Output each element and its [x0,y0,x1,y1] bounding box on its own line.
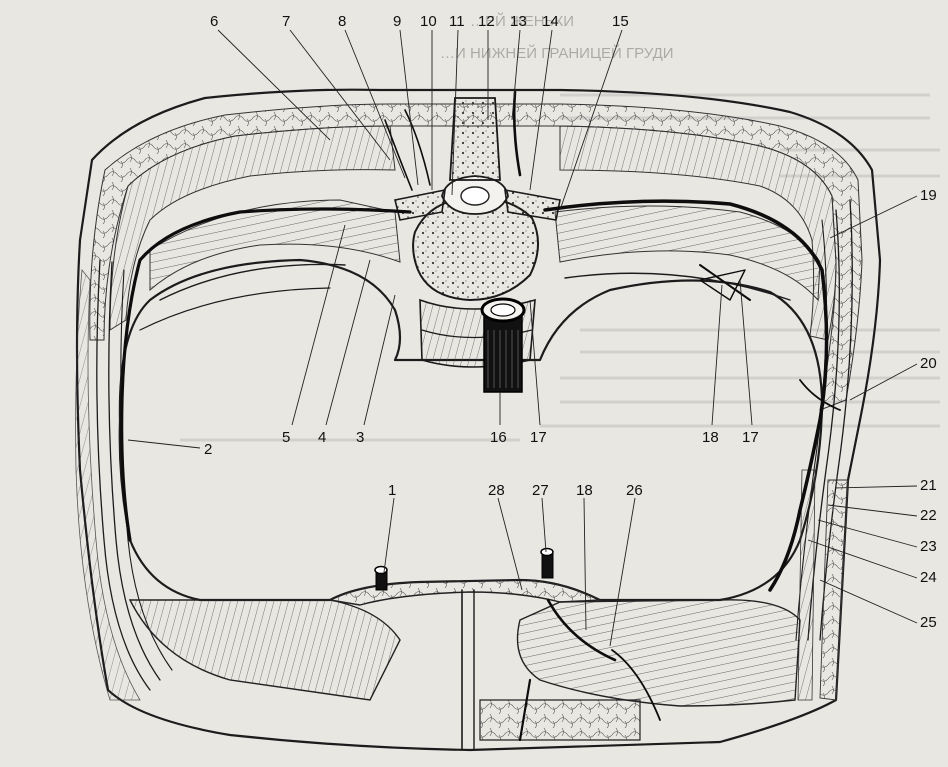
label-15: 15 [612,13,629,30]
label-17-right: 17 [742,429,759,446]
label-10: 10 [420,13,437,30]
label-5: 5 [282,429,290,446]
label-24: 24 [920,569,937,586]
label-1: 1 [388,482,396,499]
label-20: 20 [920,355,937,372]
label-28: 28 [488,482,505,499]
leader-lines [127,29,918,647]
label-12: 12 [478,13,495,30]
label-23: 23 [920,538,937,555]
label-11: 11 [449,13,465,30]
label-26: 26 [626,482,643,499]
anterior-wall [128,547,801,751]
label-18-bottom: 18 [576,482,593,499]
background-heading-1: …ЕЙ ЖЕНЬКИ [470,12,574,30]
label-14: 14 [542,13,559,30]
label-13: 13 [510,13,527,30]
label-19: 19 [920,187,937,204]
label-22: 22 [920,507,937,524]
ribs-posterior [139,199,821,331]
vertebra [394,97,561,368]
label-18-middle: 18 [702,429,719,446]
label-9: 9 [393,13,401,30]
label-25: 25 [920,614,937,631]
label-3: 3 [356,429,364,446]
label-17-center: 17 [530,429,547,446]
label-8: 8 [338,13,346,30]
labels: 6 7 8 9 10 11 12 13 14 15 5 4 3 16 17 18… [204,13,937,631]
aorta [480,297,526,393]
label-16: 16 [490,429,507,446]
label-7: 7 [282,13,290,30]
label-6: 6 [210,13,218,30]
label-27: 27 [532,482,549,499]
label-2: 2 [204,441,212,458]
label-21: 21 [920,477,937,494]
label-4: 4 [318,429,326,446]
background-heading-2: …И НИЖНЕЙ ГРАНИЦЕЙ ГРУДИ [440,44,674,62]
intercostal-vessels [120,90,841,592]
